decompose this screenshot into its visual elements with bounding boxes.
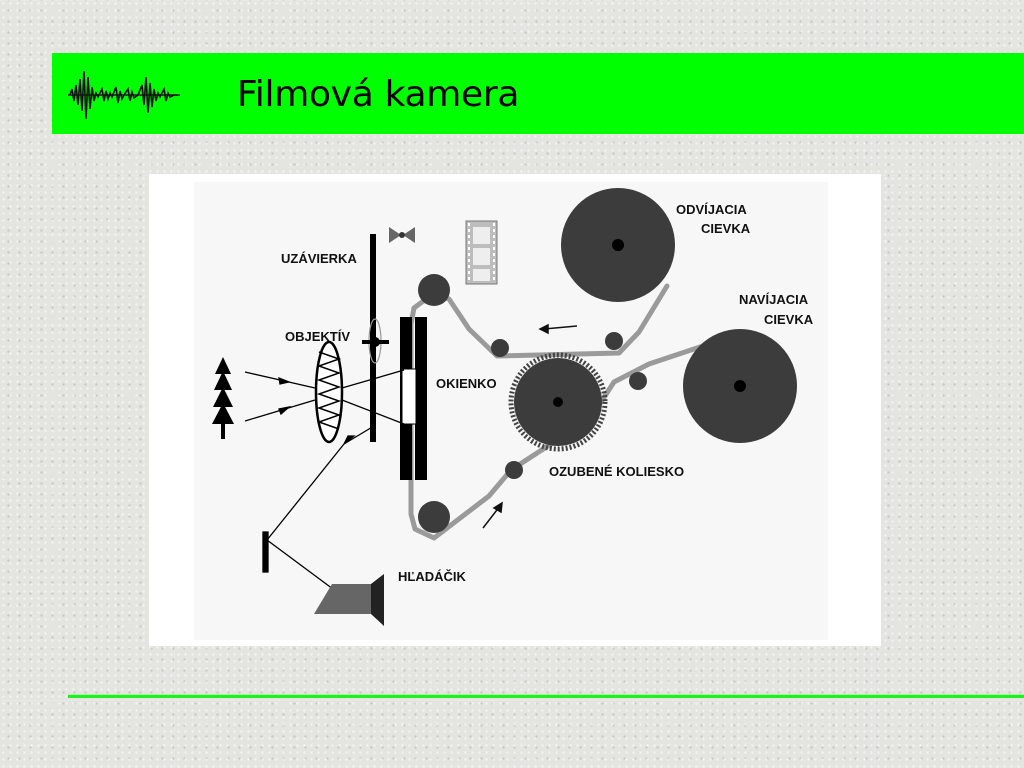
takeup-reel [683, 329, 797, 443]
label-viewfinder: HĽADÁČIK [398, 569, 466, 584]
footer-rule [68, 694, 1024, 698]
sprocket-wheel [508, 352, 608, 452]
label-feed-reel-line1: ODVÍJACIA [676, 202, 747, 217]
label-sprocket-wheel: OZUBENÉ KOLIESKO [549, 464, 684, 479]
shutter [362, 234, 389, 442]
guide-rollers [418, 274, 647, 533]
arrow-icon [482, 323, 578, 529]
light-rays [244, 369, 405, 425]
label-feed-reel-line2: CIEVKA [701, 221, 751, 236]
viewfinder-path [262, 425, 375, 593]
tree-subject-icon [212, 357, 234, 439]
film-frame-icon [465, 220, 498, 285]
sound-waveform-icon [68, 70, 180, 120]
shutter-blade-icon [389, 227, 415, 243]
label-takeup-reel-line1: NAVÍJACIA [739, 292, 809, 307]
film-gate [400, 317, 427, 480]
label-lens: OBJEKTÍV [285, 329, 350, 344]
viewfinder [314, 574, 384, 626]
feed-reel [561, 188, 675, 302]
page-title: Filmová kamera [237, 74, 520, 115]
film-camera-diagram: UZÁVIERKA OBJEKTÍV OKIENKO ODVÍJACIA CIE… [149, 174, 881, 646]
label-window: OKIENKO [436, 376, 497, 391]
lens [314, 340, 344, 444]
label-takeup-reel-line2: CIEVKA [764, 312, 814, 327]
label-shutter: UZÁVIERKA [281, 251, 357, 266]
title-bar: Filmová kamera [52, 53, 1024, 134]
